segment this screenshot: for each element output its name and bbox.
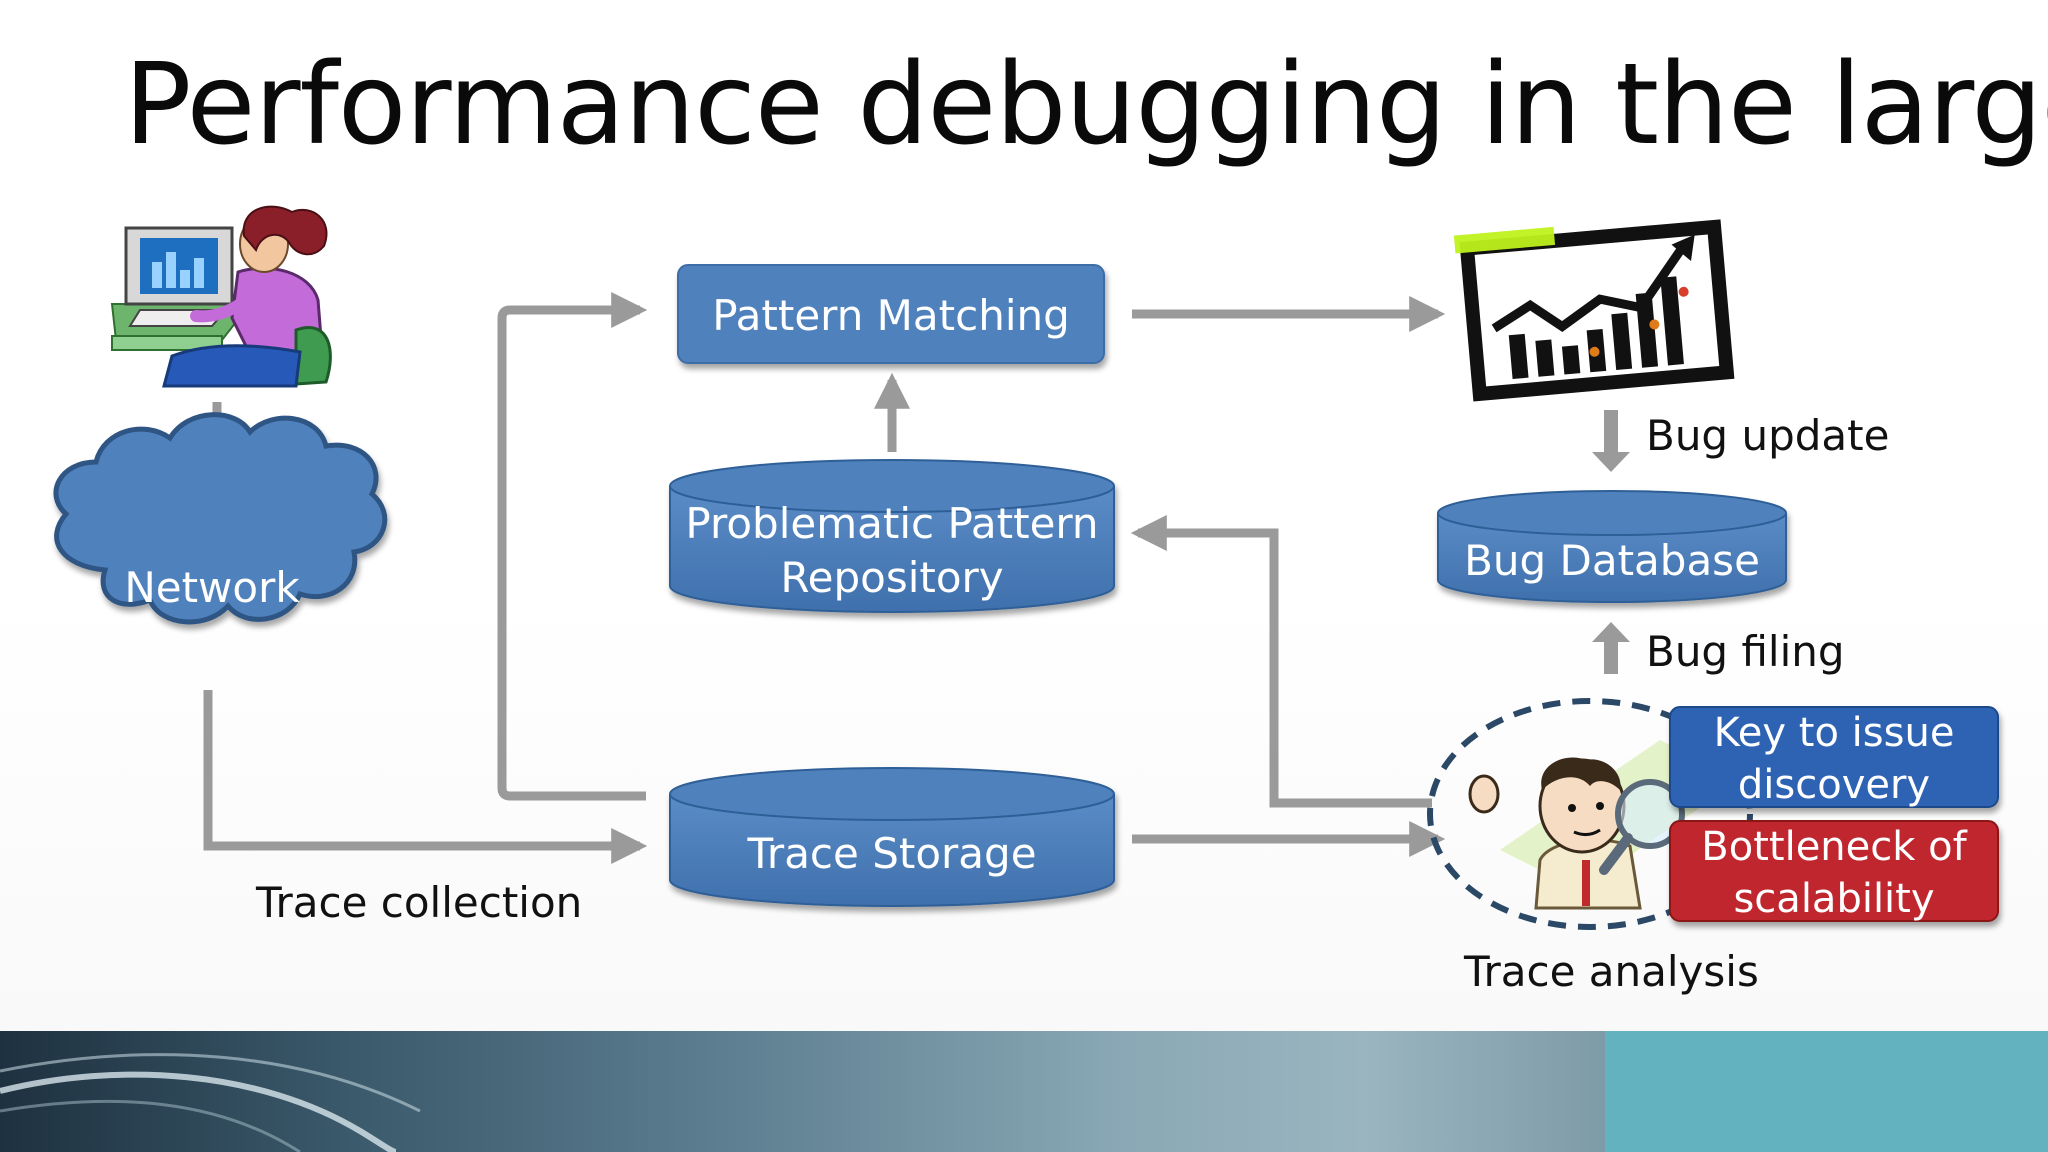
bottleneck-line2: scalability — [1733, 876, 1934, 922]
trace-analysis-label: Trace analysis — [1463, 947, 1759, 996]
network-label: Network — [124, 563, 300, 612]
bug-filing-label: Bug filing — [1646, 627, 1845, 676]
bug-database-node — [1437, 490, 1787, 603]
bug-filing-arrow — [1592, 622, 1630, 674]
bottleneck-callout: Bottleneck of scalability — [1669, 820, 1999, 922]
bug-update-label: Bug update — [1646, 411, 1889, 460]
footer-gradient — [0, 1031, 1605, 1152]
network-cloud-icon — [53, 412, 388, 625]
trace-storage-node — [669, 767, 1115, 907]
pattern-matching-node: Pattern Matching — [677, 264, 1105, 364]
trace-analysis-node — [1427, 698, 1753, 930]
pattern-matching-label: Pattern Matching — [712, 291, 1070, 340]
bug-trend-chart-icon — [1453, 219, 1735, 402]
footer-swirl — [0, 1053, 421, 1152]
key-issue-line2: discovery — [1738, 762, 1930, 808]
user-at-computer-icon — [110, 205, 332, 388]
trace-collection-label: Trace collection — [255, 878, 582, 927]
bug-database-label: Bug Database — [1464, 536, 1760, 585]
slide-title: Performance debugging in the large — [124, 40, 2048, 170]
footer-band — [0, 1031, 2048, 1152]
repository-label-line2: Repository — [780, 553, 1003, 602]
arrow-network-to-trace-storage — [203, 690, 648, 864]
repository-label-line1: Problematic Pattern — [685, 499, 1098, 548]
bottleneck-line1: Bottleneck of — [1701, 824, 1967, 870]
repository-node — [669, 459, 1115, 613]
arrow-trace-storage-to-pattern-matching — [497, 292, 648, 801]
key-issue-callout: Key to issue discovery — [1669, 706, 1999, 808]
key-issue-line1: Key to issue — [1714, 710, 1955, 756]
bug-update-arrow — [1592, 410, 1630, 472]
arrow-analysis-to-repository — [1130, 515, 1432, 808]
connectors — [199, 292, 1446, 864]
trace-storage-label: Trace Storage — [746, 829, 1036, 878]
footer-teal-block — [1605, 1031, 2048, 1152]
